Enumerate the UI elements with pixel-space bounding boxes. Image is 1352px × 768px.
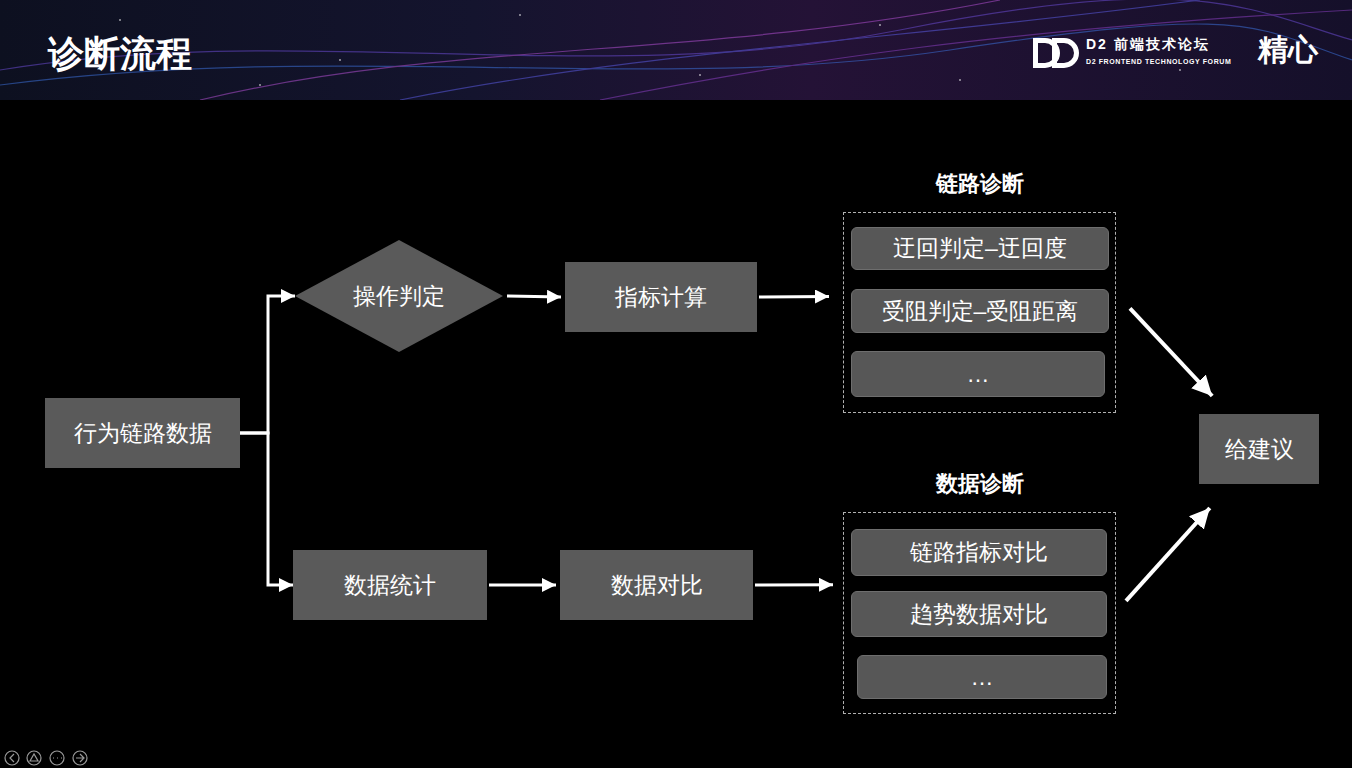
forum-name: D2 前端技术论坛: [1086, 36, 1210, 54]
process-box: 数据对比: [560, 550, 753, 620]
diamond-outline: [295, 240, 503, 352]
decision-diamond: 操作判定: [295, 240, 503, 352]
group-heading: 数据诊断: [844, 469, 1115, 499]
d2-logo-mark: [1033, 38, 1079, 68]
group-heading: 链路诊断: [844, 169, 1115, 199]
flow-arrow: [755, 583, 833, 586]
group-frame: 数据诊断链路指标对比趋势数据对比…: [843, 512, 1116, 714]
flow-arrow: [507, 296, 561, 297]
process-box: 行为链路数据: [45, 398, 240, 468]
item-box: 受阻判定–受阻距离: [851, 289, 1109, 333]
process-box: 指标计算: [565, 262, 757, 332]
node-text: 受阻判定–受阻距离: [882, 296, 1079, 327]
item-box: …: [857, 655, 1107, 699]
node-text: 数据对比: [611, 570, 703, 601]
process-box: 数据统计: [293, 550, 487, 620]
node-text: 数据统计: [344, 570, 436, 601]
item-box: 链路指标对比: [851, 529, 1107, 576]
nav-icons: [5, 751, 87, 765]
node-text: 链路指标对比: [910, 537, 1048, 568]
node-text: 给建议: [1225, 434, 1294, 465]
forum-subtitle: D2 FRONTEND TECHNOLOGY FORUM: [1086, 58, 1231, 65]
flow-arrow: [489, 584, 556, 587]
group-frame: 链路诊断迂回判定–迂回度受阻判定–受阻距离…: [843, 212, 1116, 413]
item-box: 迂回判定–迂回度: [851, 227, 1109, 270]
process-box: 给建议: [1199, 414, 1319, 484]
flow-arrow: [1130, 308, 1212, 396]
slide-title: 诊断流程: [48, 30, 192, 79]
flow-arrow: [1126, 508, 1210, 601]
node-text: 趋势数据对比: [910, 599, 1048, 630]
node-text: …: [971, 664, 994, 691]
item-box: …: [851, 351, 1105, 397]
flow-arrow: [759, 295, 829, 299]
brand-mark: 精心: [1258, 30, 1318, 71]
flow-arrow: [240, 433, 293, 585]
flow-arrow: [240, 296, 295, 433]
node-text: 迂回判定–迂回度: [893, 233, 1067, 264]
node-text: 指标计算: [615, 282, 707, 313]
node-text: 操作判定: [353, 281, 445, 312]
item-box: 趋势数据对比: [851, 591, 1107, 637]
node-text: 行为链路数据: [74, 418, 212, 449]
node-text: …: [967, 361, 990, 388]
